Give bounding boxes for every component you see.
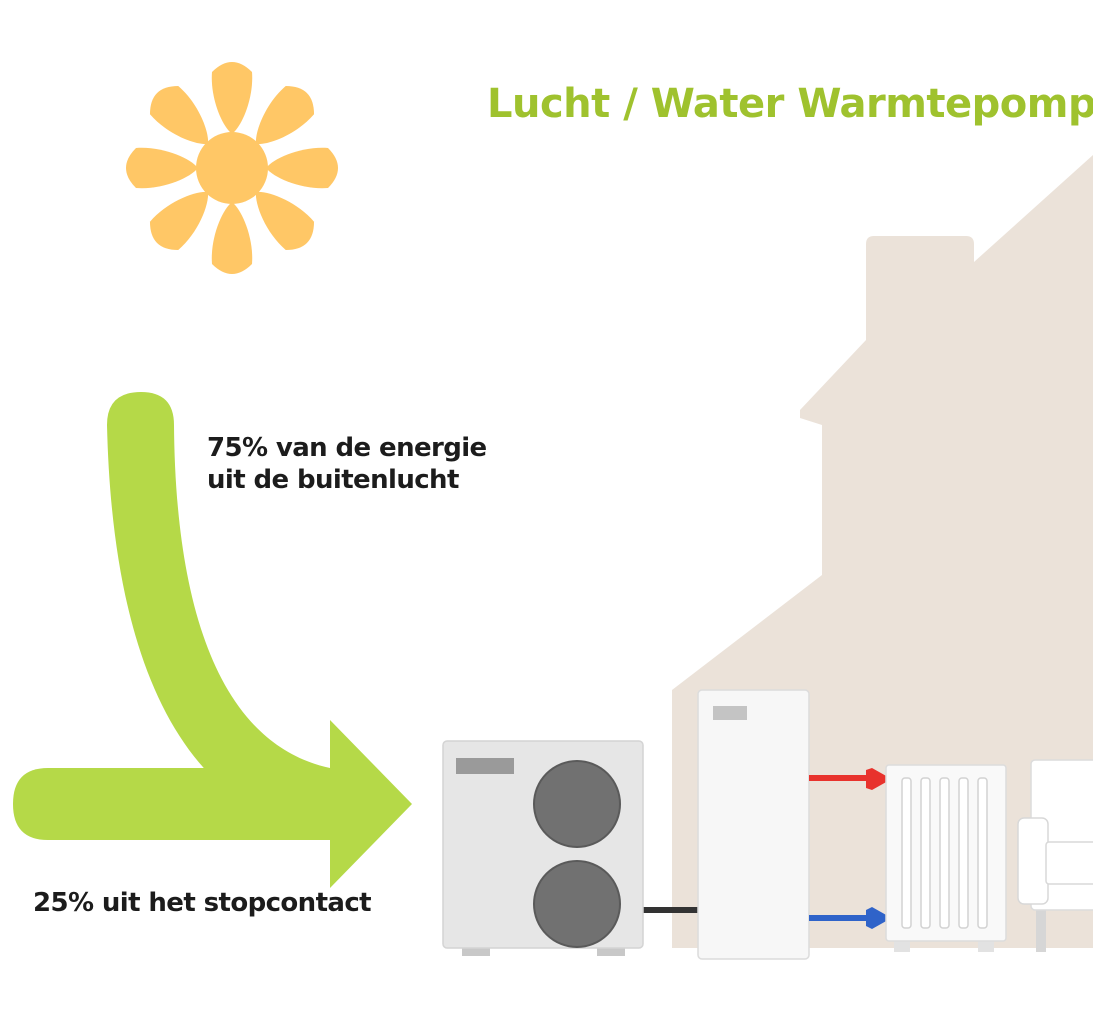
radiator-fin xyxy=(939,777,950,929)
sofa-arm xyxy=(1017,817,1049,905)
unit-foot-right xyxy=(597,946,625,956)
air-energy-label-line1: 75% van de energie xyxy=(207,433,487,463)
radiator-fin xyxy=(977,777,988,929)
grid-energy-stream xyxy=(13,768,332,840)
radiator-fin xyxy=(958,777,969,929)
sun-icon xyxy=(126,62,338,274)
indoor-boiler-unit xyxy=(697,689,810,960)
page-title: Lucht / Water Warmtepomp xyxy=(487,81,1093,127)
air-energy-stream xyxy=(107,392,330,838)
radiator-fin xyxy=(901,777,912,929)
indoor-unit-body xyxy=(697,689,810,960)
energy-flow-arrow xyxy=(13,392,412,888)
fan-bottom xyxy=(533,860,621,948)
sun-rays xyxy=(126,62,338,274)
air-energy-label-line2: uit de buitenlucht xyxy=(207,464,459,495)
arrow-head xyxy=(330,720,412,888)
air-energy-label: 75% van de energie uit de buitenlucht xyxy=(207,433,487,496)
fan-top xyxy=(533,760,621,848)
outdoor-heat-pump-unit xyxy=(442,740,644,956)
sun-core xyxy=(196,132,268,204)
unit-label-plate xyxy=(456,758,514,774)
sofa-leg xyxy=(1036,900,1046,952)
sofa-cushion xyxy=(1045,841,1093,885)
radiator-fin xyxy=(920,777,931,929)
grid-energy-label: 25% uit het stopcontact xyxy=(33,888,372,918)
radiator-icon xyxy=(885,764,1007,952)
unit-foot-left xyxy=(462,946,490,956)
indoor-unit-display xyxy=(713,706,747,720)
sofa-icon xyxy=(1017,759,1093,952)
